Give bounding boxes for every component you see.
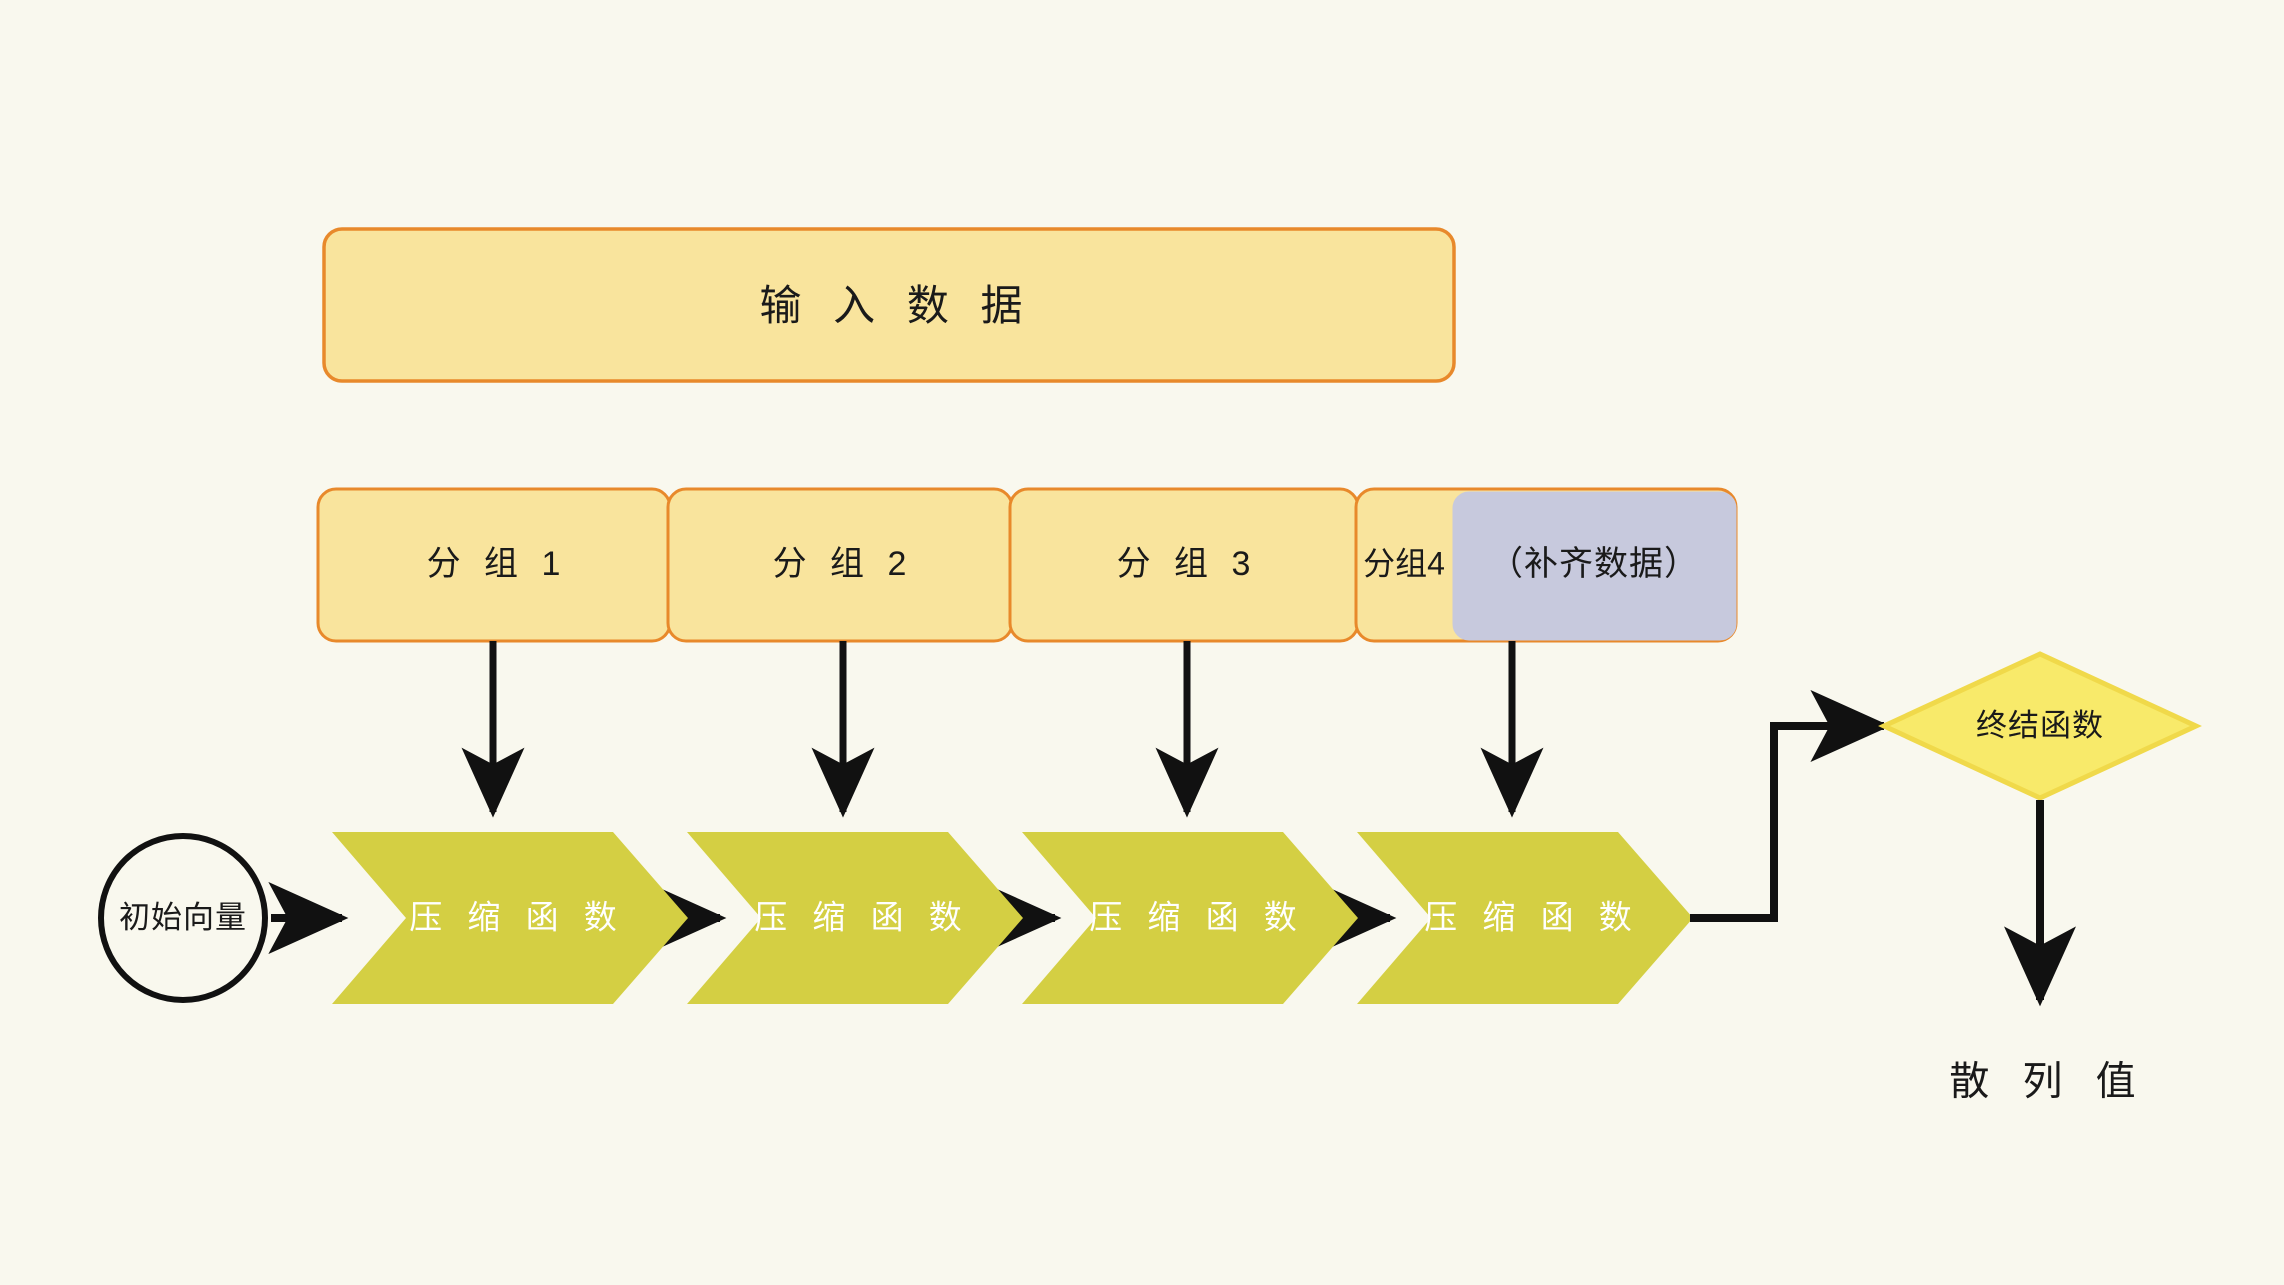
initial-vector-label: 初始向量 [119,900,247,935]
compress-block-1: 压 缩 函 数 [332,832,688,1004]
group-boxes: 分 组 1 分 组 2 分 组 3 分组4 （补齐数据） [316,487,1738,643]
arrow-compress4-to-final [1690,690,1891,922]
group-to-compress-arrows [461,641,1544,818]
compress-block-4-label: 压 缩 函 数 [1424,899,1640,936]
group-box-1: 分 组 1 [316,487,672,643]
compress-block-4: 压 缩 函 数 [1357,832,1693,1004]
hash-output-node: 散 列 值 [1949,1060,2146,1104]
input-data-label: 输 入 数 据 [759,282,1032,329]
group-box-2-label: 分 组 2 [773,545,914,583]
group-box-3-label: 分 组 3 [1117,545,1258,583]
compress-block-2-label: 压 缩 函 数 [754,899,970,936]
group-box-4-label: 分组4 [1363,545,1445,581]
compress-block-3-shape [1022,832,1358,1004]
padding-data-label: （补齐数据） [1489,545,1699,583]
group-box-1-label: 分 组 1 [427,545,568,583]
group-box-2: 分 组 2 [666,487,1014,643]
initial-vector-circle [98,833,268,1003]
elbow-connector-to-final [1690,690,1891,922]
final-function-node: 终结函数 [1878,651,2202,801]
compress-block-2-shape [687,832,1023,1004]
padding-data-node: （补齐数据） [1452,491,1737,641]
compress-block-1-label: 压 缩 函 数 [409,899,625,936]
compress-blocks: 压 缩 函 数 压 缩 函 数 压 缩 函 数 压 缩 函 数 [332,832,1693,1004]
compress-block-1-shape [332,832,688,1004]
final-function-diamond [1878,651,2202,801]
input-data-node: 输 入 数 据 [322,227,1456,383]
compress-block-3: 压 缩 函 数 [1022,832,1358,1004]
group-box-3: 分 组 3 [1008,487,1360,643]
final-function-label: 终结函数 [1976,708,2104,743]
compress-block-4-shape [1357,832,1693,1004]
compress-block-3-label: 压 缩 函 数 [1089,899,1305,936]
padding-data-box [1452,491,1737,641]
hash-output-label: 散 列 值 [1949,1060,2146,1104]
compress-block-2: 压 缩 函 数 [687,832,1023,1004]
input-data-box [322,227,1456,383]
initial-vector-node: 初始向量 [98,833,268,1003]
